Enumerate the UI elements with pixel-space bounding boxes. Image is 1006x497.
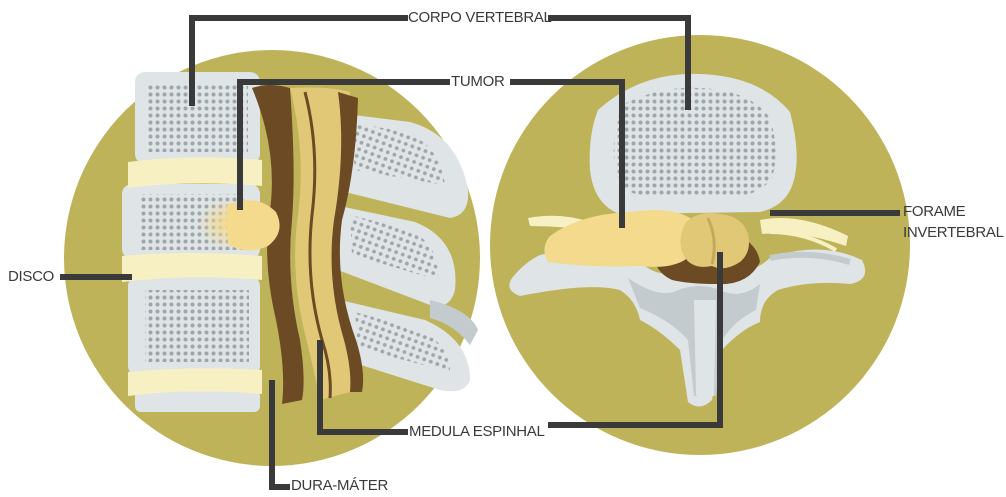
label-forame-line2: INVERTEBRAL <box>903 225 1004 241</box>
axial-view <box>490 35 910 455</box>
label-forame-line1: FORAME <box>903 204 965 220</box>
label-disco: DISCO <box>8 269 54 285</box>
label-corpo-vertebral: CORPO VERTEBRAL <box>408 10 552 26</box>
label-tumor: TUMOR <box>451 74 505 90</box>
label-dura-mater: DURA-MÁTER <box>291 478 388 494</box>
label-medula-espinhal: MEDULA ESPINHAL <box>409 424 545 440</box>
